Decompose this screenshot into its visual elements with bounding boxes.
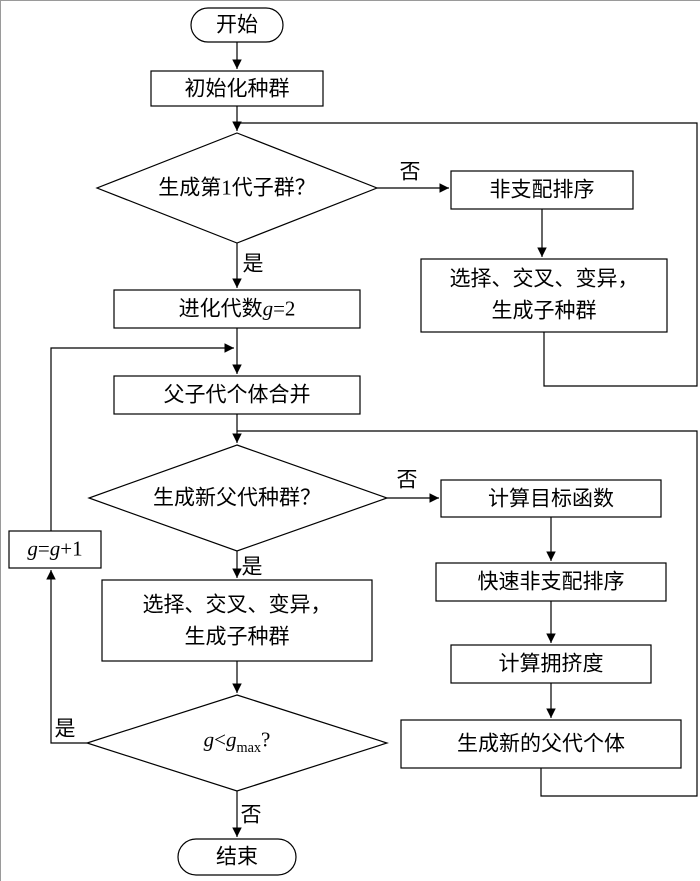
offspring-left-line1: 选择、交叉、变异，: [142, 592, 332, 617]
node-decision-first-offspring: [95, 132, 379, 244]
decision-gmax-label: g<gmax?: [204, 725, 271, 760]
edge-offspring-feedback-top: [237, 122, 698, 387]
node-g-increment: [8, 530, 102, 569]
node-fast-nondominated-sort: [435, 562, 667, 602]
generation-g2-prefix: 进化代数: [178, 296, 263, 321]
node-merge-parent-offspring: [113, 375, 361, 415]
node-start-terminator: [190, 7, 284, 43]
node-crowding-distance: [450, 644, 652, 684]
edge-decision3-yes: [46, 570, 87, 744]
merge-label: 父子代个体合并: [163, 382, 311, 407]
node-end-terminator: [177, 838, 297, 876]
node-decision-gmax: [85, 694, 389, 792]
end-label: 结束: [216, 844, 258, 869]
node-decision-new-parent: [87, 444, 389, 552]
node-objective-function: [440, 479, 662, 518]
init-population-label: 初始化种群: [184, 76, 290, 101]
decision-new-parent-label: 生成新父代种群？: [153, 485, 321, 510]
objective-function-label: 计算目标函数: [488, 486, 614, 511]
offspring-right-label: 选择、交叉、变异， 生成子种群: [450, 264, 639, 327]
decision2-no-label: 否: [396, 467, 418, 492]
decision3-yes-label: 是: [54, 716, 76, 741]
decision-first-offspring-label: 生成第1代子群？: [158, 175, 316, 200]
node-nondominated-sort: [450, 170, 634, 210]
new-parent-individuals-label: 生成新的父代个体: [457, 731, 625, 756]
offspring-left-line2: 生成子种群: [184, 624, 290, 648]
decision2-yes-label: 是: [241, 554, 263, 579]
node-new-parent-individuals: [400, 719, 682, 769]
decision3-no-label: 否: [240, 802, 262, 827]
decision-gmax-suffix: ?: [261, 727, 271, 752]
decision-gmax-op: <: [214, 727, 226, 752]
node-generation-g2: [113, 289, 361, 329]
decision-gmax-subscript: max: [236, 739, 262, 756]
decision-gmax-var1: g: [203, 727, 215, 752]
nondominated-sort-label: 非支配排序: [489, 177, 595, 202]
edge-newparent-feedback: [237, 430, 698, 797]
generation-g2-rest: =2: [273, 296, 296, 321]
g-increment-var1: g: [27, 536, 38, 561]
g-increment-label: g=g+1: [27, 533, 82, 565]
decision-gmax-var2: g: [225, 727, 237, 752]
decision1-yes-label: 是: [242, 251, 264, 276]
decision1-no-label: 否: [399, 159, 421, 184]
edge-gincrement-return: [50, 343, 234, 531]
generation-g2-label: 进化代数g=2: [179, 293, 296, 325]
offspring-right-line1: 选择、交叉、变异，: [449, 266, 639, 291]
start-label: 开始: [216, 12, 258, 37]
node-init-population: [150, 70, 324, 107]
fast-nondominated-sort-label: 快速非支配排序: [477, 569, 625, 594]
offspring-left-label: 选择、交叉、变异， 生成子种群: [143, 590, 332, 653]
g-increment-suffix: +1: [60, 536, 83, 561]
offspring-right-line2: 生成子种群: [491, 298, 597, 322]
crowding-distance-label: 计算拥挤度: [498, 651, 604, 676]
generation-g2-var: g: [262, 296, 274, 321]
g-increment-op: =: [37, 536, 50, 561]
g-increment-var2: g: [49, 536, 61, 561]
node-offspring-right: [420, 258, 668, 333]
node-offspring-left: [101, 579, 373, 662]
